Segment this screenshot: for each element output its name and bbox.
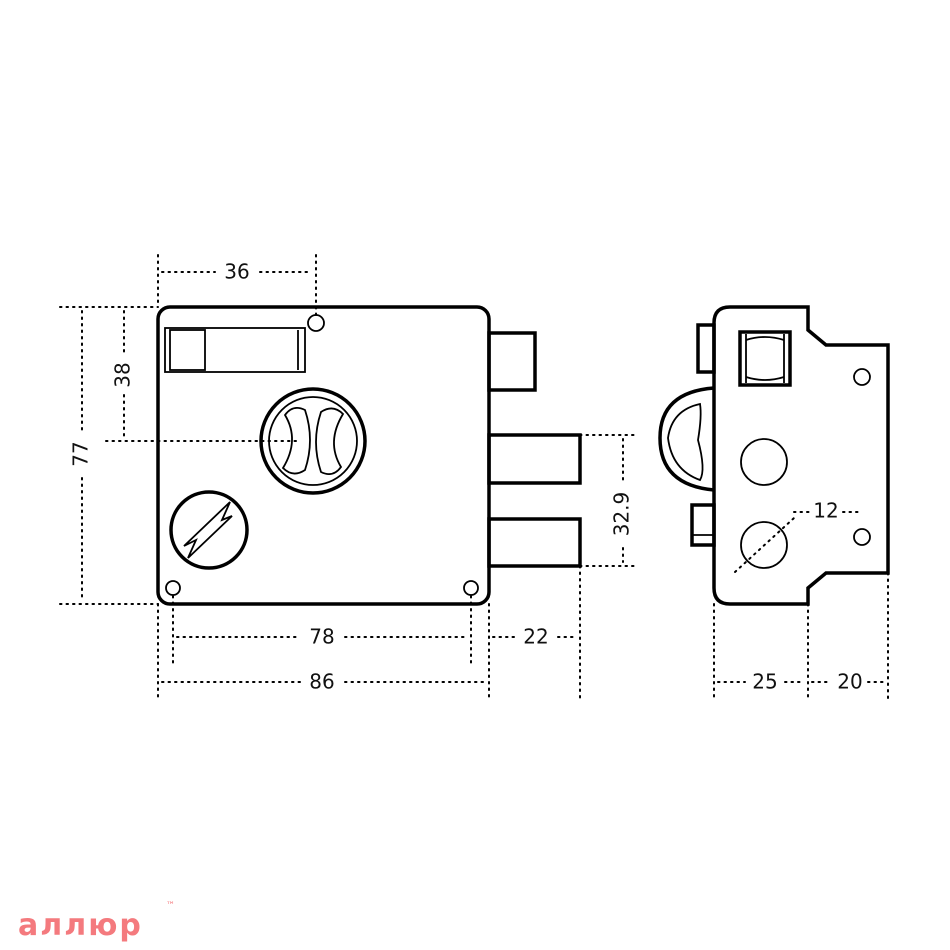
dim-78: 78 [309, 625, 334, 649]
dim-12: 12 [813, 499, 838, 523]
side-screw-hole-bottom [853, 528, 871, 546]
lock-body-outline [156, 305, 491, 606]
dim-25: 25 [752, 670, 777, 694]
thumb-turn [169, 490, 249, 570]
dead-bolt-upper [487, 433, 582, 485]
latch-bolt [487, 331, 537, 392]
dim-38: 38 [111, 362, 135, 387]
screw-hole-top [307, 314, 325, 332]
dim-36: 36 [224, 260, 249, 284]
side-view [658, 305, 890, 606]
logo-text: аллюр [18, 908, 143, 943]
side-cylinder-hole [740, 438, 788, 486]
dim-22: 22 [523, 625, 548, 649]
dim-86: 86 [309, 670, 334, 694]
dimension-lines [59, 254, 889, 701]
side-body-outline [712, 305, 890, 606]
side-turn-hole [740, 521, 788, 569]
front-view [156, 305, 582, 606]
dim-77: 77 [69, 441, 93, 466]
screw-hole-bottom-left [165, 580, 181, 596]
side-knob-profile [658, 386, 715, 492]
dimension-labels: 36 38 77 78 86 22 32.9 12 25 20 [69, 260, 863, 694]
brand-logo: аллюр ™ [18, 901, 175, 943]
indicator-slider [169, 329, 206, 371]
trademark-mark: ™ [166, 901, 175, 911]
side-latch-plate [696, 323, 716, 374]
side-latch-window [738, 330, 792, 387]
dim-32-9: 32.9 [610, 492, 634, 537]
screw-hole-bottom-right [463, 580, 479, 596]
side-screw-hole-top [853, 368, 871, 386]
side-bolt-plate [690, 503, 716, 547]
indicator-window [164, 327, 306, 373]
dim-20: 20 [837, 670, 862, 694]
dead-bolt-lower [487, 517, 582, 568]
